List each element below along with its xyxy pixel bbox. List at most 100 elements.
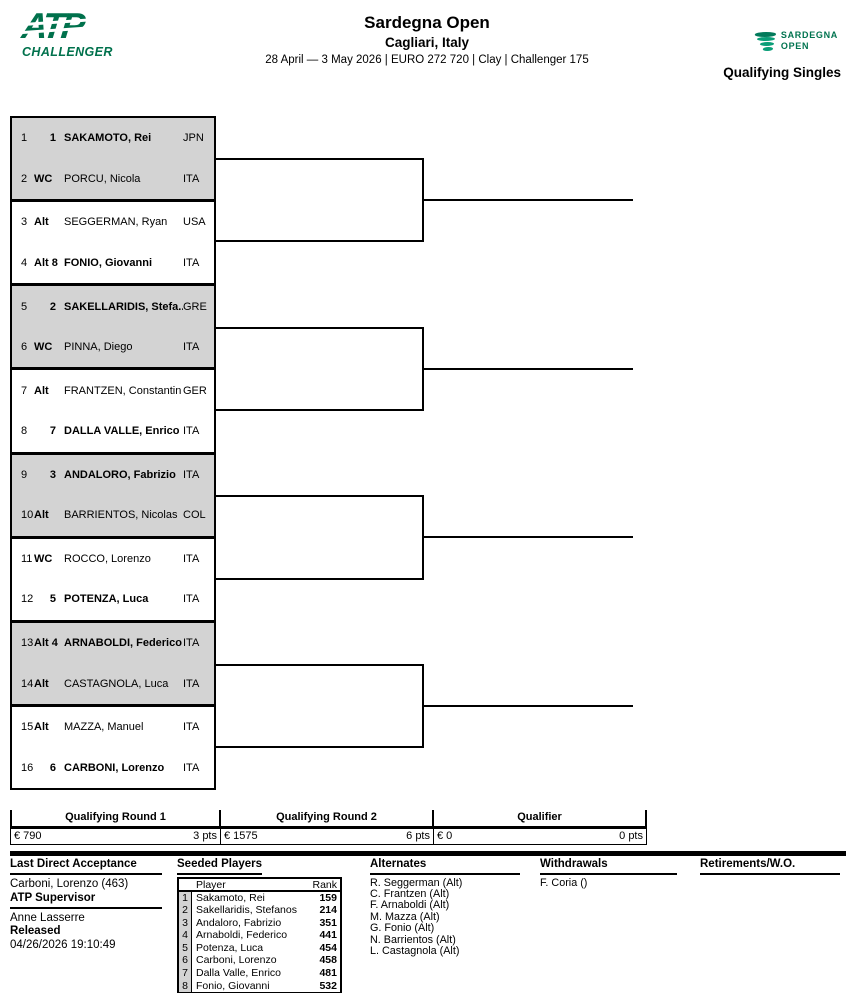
match-pair: 1 1 SAKAMOTO, Rei JPN 2 WC PORCU, Nicola… (12, 118, 214, 203)
seeded-player-row: 2 Sakellaridis, Stefanos 214 (179, 904, 340, 917)
withdrawal-item: F. Coria () (540, 876, 588, 889)
player-name: POTENZA, Luca (64, 593, 149, 606)
last-direct-acceptance-heading: Last Direct Acceptance (10, 858, 162, 875)
prize-amount: € 790 (14, 830, 42, 842)
player-row: 7 Alt FRANTZEN, Constantin GER (12, 370, 214, 411)
rank-column-header: Rank (312, 878, 337, 891)
alternates-list: R. Seggerman (Alt)C. Frantzen (Alt)F. Ar… (370, 877, 520, 958)
player-name: SEGGERMAN, Ryan (64, 216, 168, 229)
seeded-player-row: 1 Sakamoto, Rei 159 (179, 891, 340, 905)
player-country: ITA (183, 425, 200, 438)
released-value: 04/26/2026 19:10:49 (10, 938, 116, 951)
seeded-player-rank: 454 (319, 941, 337, 954)
seeded-player-rank: 441 (319, 929, 337, 942)
player-country: ITA (183, 677, 200, 690)
player-country: ITA (183, 721, 200, 734)
prize-amount: € 0 (437, 830, 453, 842)
tournament-details: 28 April — 3 May 2026 | EURO 272 720 | C… (265, 54, 589, 66)
seeded-player-rank: 532 (319, 979, 337, 992)
player-name: ANDALORO, Fabrizio (64, 468, 176, 481)
seeded-player-name: Potenza, Luca (196, 941, 264, 954)
player-name: CASTAGNOLA, Luca (64, 677, 169, 690)
withdrawals-column: Withdrawals F. Coria () (540, 858, 677, 889)
player-name: MAZZA, Manuel (64, 721, 144, 734)
qualifier-line (424, 199, 633, 201)
player-country: ITA (183, 761, 200, 774)
retirements-column: Retirements/W.O. (700, 858, 840, 878)
seed-number: 2 (179, 904, 192, 917)
player-name: FONIO, Giovanni (64, 256, 153, 269)
alternate-item: G. Fonio (Alt) (370, 922, 435, 935)
player-seed: 6 (49, 761, 56, 774)
atp-supervisor-value: Anne Lasserre (10, 911, 85, 924)
tournament-header: Sardegna Open Cagliari, Italy 28 April —… (200, 13, 654, 66)
player-row: 15 Alt MAZZA, Manuel ITA (12, 707, 214, 748)
player-row: 5 2 SAKELLARIDIS, Stefa... GRE (12, 286, 214, 327)
match-pair: 13 Alt 4 ARNABOLDI, Federico ITA 14 Alt … (12, 622, 214, 707)
player-name: ARNABOLDI, Federico (64, 637, 182, 650)
draw-title: Qualifying Singles (723, 65, 841, 80)
player-seed: Alt 8 (34, 256, 58, 269)
tournament-title: Sardegna Open (364, 13, 490, 32)
seeded-player-name: Sakamoto, Rei (196, 891, 265, 904)
player-row: 13 Alt 4 ARNABOLDI, Federico ITA (12, 623, 214, 664)
player-row: 10 Alt BARRIENTOS, Nicolas COL (12, 495, 214, 536)
qualifier-line (424, 536, 633, 538)
player-row: 1 1 SAKAMOTO, Rei JPN (12, 118, 214, 159)
seeded-player-row: 3 Andaloro, Fabrizio 351 (179, 916, 340, 930)
player-seed: 3 (49, 468, 56, 481)
player-row: 9 3 ANDALORO, Fabrizio ITA (12, 455, 214, 496)
sardegna-stacked-leaves-icon (754, 31, 777, 51)
seed-number: 3 (179, 916, 192, 930)
player-position: 12 (21, 593, 34, 606)
atp-supervisor-heading: ATP Supervisor (10, 892, 162, 909)
seeded-player-rank: 159 (319, 891, 337, 904)
player-row: 6 WC PINNA, Diego ITA (12, 327, 214, 368)
player-name: PINNA, Diego (64, 341, 133, 354)
qualifier-line (424, 705, 633, 707)
tournament-city: Cagliari, Italy (384, 35, 470, 50)
player-country: COL (183, 509, 206, 522)
alternate-item: L. Castagnola (Alt) (370, 944, 460, 957)
player-country: ITA (183, 552, 200, 565)
prize-points: 6 pts (406, 830, 430, 842)
player-seed: 1 (49, 132, 56, 145)
round-header-cell: Qualifying Round 2 (221, 810, 434, 826)
player-country: ITA (183, 341, 200, 354)
seeded-player-row: 7 Dalla Valle, Enrico 481 (179, 967, 340, 980)
player-country: JPN (183, 132, 204, 145)
round2-match-box (216, 158, 424, 242)
seed-number: 1 (179, 891, 192, 905)
seeded-players-table: Player Rank 1 Sakamoto, Rei 159 2 Sakell… (177, 876, 342, 993)
player-country: ITA (183, 468, 200, 481)
player-row: 3 Alt SEGGERMAN, Ryan USA (12, 202, 214, 243)
seeded-player-row: 8 Fonio, Giovanni 532 (179, 979, 340, 993)
round-header-cell: Qualifying Round 1 (10, 810, 221, 826)
player-position: 14 (21, 677, 34, 690)
round2-match-box (216, 495, 424, 580)
seeded-player-rank: 351 (319, 916, 337, 929)
player-position: 11 (21, 552, 33, 565)
seeded-player-row: 6 Carboni, Lorenzo 458 (179, 954, 340, 968)
round2-match-box (216, 327, 424, 411)
seeded-player-name: Arnaboldi, Federico (196, 929, 288, 942)
player-position: 5 (21, 300, 28, 313)
player-position: 16 (21, 761, 34, 774)
match-pair: 9 3 ANDALORO, Fabrizio ITA 10 Alt BARRIE… (12, 454, 214, 539)
player-seed: Alt (34, 509, 49, 522)
seed-number: 6 (179, 954, 192, 968)
player-row: 2 WC PORCU, Nicola ITA (12, 159, 214, 200)
seeded-player-rank: 458 (319, 954, 337, 967)
player-row: 11 WC ROCCO, Lorenzo ITA (12, 539, 214, 580)
match-pair: 11 WC ROCCO, Lorenzo ITA 12 5 POTENZA, L… (12, 539, 214, 623)
player-name: PORCU, Nicola (64, 172, 141, 185)
player-name: FRANTZEN, Constantin (64, 384, 182, 397)
alternate-item: C. Frantzen (Alt) (370, 887, 450, 900)
match-pair: 3 Alt SEGGERMAN, Ryan USA 4 Alt 8 FONIO,… (12, 202, 214, 287)
alternate-item: N. Barrientos (Alt) (370, 933, 456, 946)
